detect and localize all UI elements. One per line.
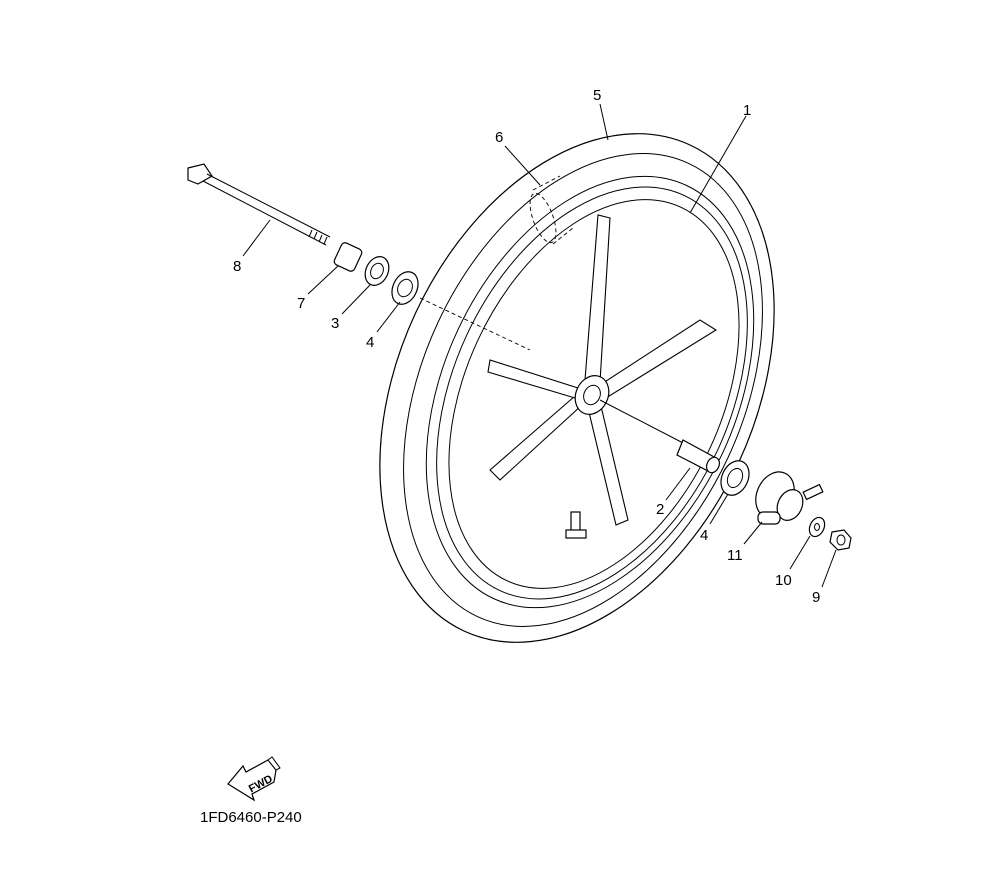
callout-8: 8 <box>233 258 241 275</box>
hub <box>574 375 610 415</box>
spacer-right <box>676 439 721 474</box>
rim <box>425 175 755 609</box>
callout-4-right: 4 <box>700 527 708 544</box>
diagram-code: 1FD6460-P240 <box>200 809 302 826</box>
valve-stem <box>565 511 587 539</box>
axle-centerline-left <box>419 297 531 351</box>
forward-arrow-icon: FWD <box>227 756 281 802</box>
bearing-left <box>391 271 419 305</box>
axle-centerline-right <box>599 399 686 445</box>
tube-indicator <box>529 175 574 245</box>
callout-2: 2 <box>656 501 664 518</box>
washer <box>808 516 826 538</box>
callout-6: 6 <box>495 129 503 146</box>
callout-7: 7 <box>297 295 305 312</box>
axle <box>187 163 331 246</box>
callout-10: 10 <box>775 572 792 589</box>
callout-9: 9 <box>812 589 820 606</box>
leader-lines <box>242 103 837 588</box>
spokes <box>487 214 718 526</box>
meter-gear-unit <box>755 471 824 525</box>
nut <box>829 529 852 551</box>
callout-5: 5 <box>593 87 601 104</box>
callout-4-left: 4 <box>366 334 374 351</box>
callout-11: 11 <box>727 547 743 564</box>
callout-1: 1 <box>743 102 751 119</box>
callout-3: 3 <box>331 315 339 332</box>
collar <box>333 242 363 272</box>
oil-seal <box>364 256 390 286</box>
